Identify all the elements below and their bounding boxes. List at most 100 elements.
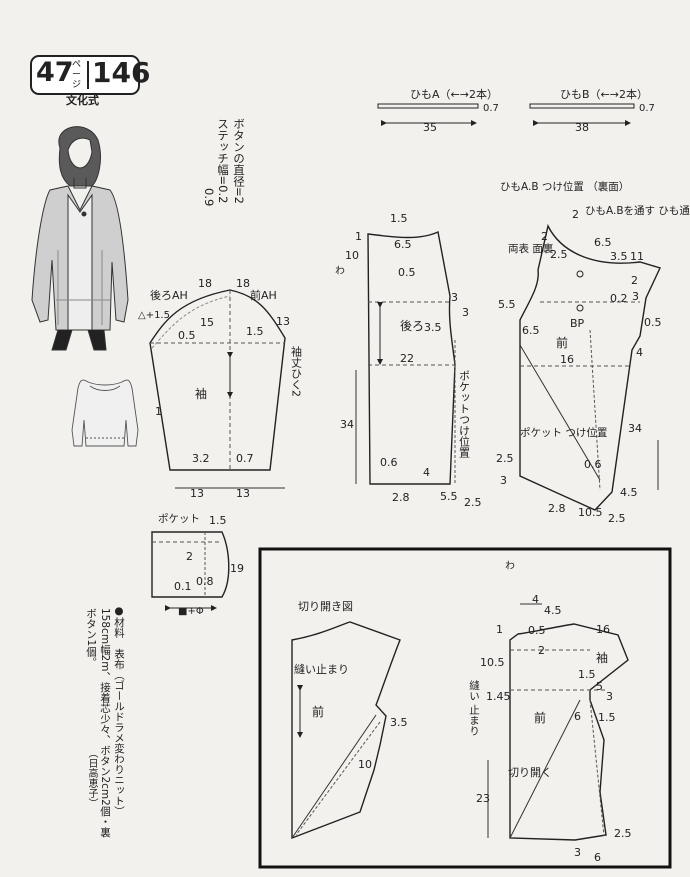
svg-text:0.5: 0.5 (178, 329, 196, 342)
svg-text:0.8: 0.8 (196, 575, 214, 588)
svg-text:0.6: 0.6 (584, 458, 602, 471)
svg-text:ひもA.B つけ位置 （裏面）: ひもA.B つけ位置 （裏面） (500, 180, 629, 193)
svg-text:3: 3 (632, 290, 639, 303)
svg-text:前: 前 (556, 335, 568, 350)
svg-text:3.5: 3.5 (390, 716, 408, 729)
svg-text:2: 2 (631, 274, 638, 287)
svg-text:BP: BP (570, 317, 585, 330)
svg-text:ひもA（←→2本）: ひもA（←→2本） (410, 87, 498, 101)
svg-text:16: 16 (560, 353, 574, 366)
svg-text:1.5: 1.5 (578, 668, 596, 681)
svg-text:後ろ: 後ろ (400, 319, 424, 333)
svg-text:わ: わ (333, 265, 345, 275)
svg-text:4.5: 4.5 (620, 486, 638, 499)
materials-line-3: ボタン1個。 (85, 608, 97, 668)
svg-text:6.5: 6.5 (394, 238, 412, 251)
slash-spread-diagram: 切り開き図 縫い止まり 前 3.5 10 (291, 600, 408, 840)
svg-text:5.5: 5.5 (498, 298, 516, 311)
inset-frame (258, 547, 672, 869)
svg-text:3: 3 (574, 846, 581, 859)
svg-text:ポケット つけ位置: ポケット つけ位置 (520, 426, 607, 439)
svg-text:13: 13 (236, 487, 250, 500)
svg-text:■+Φ: ■+Φ (178, 606, 204, 617)
svg-text:6: 6 (574, 710, 581, 723)
svg-text:ポケットつけ位置: ポケットつけ位置 (458, 370, 471, 458)
svg-text:22: 22 (400, 352, 414, 365)
svg-text:袖丈ひく2: 袖丈ひく2 (290, 345, 303, 397)
svg-text:16: 16 (596, 623, 610, 636)
svg-text:縫い止まり: 縫い止まり (294, 662, 349, 676)
svg-text:19: 19 (230, 562, 244, 575)
svg-text:13: 13 (190, 487, 204, 500)
tie-b: ひもB（←→2本） 0.7 38 (529, 87, 655, 134)
svg-text:6.5: 6.5 (594, 236, 612, 249)
button-note-2: ステッチ幅=0.2 (216, 118, 230, 204)
svg-text:1.5: 1.5 (209, 514, 227, 527)
svg-text:1: 1 (155, 405, 162, 418)
svg-text:1.45: 1.45 (486, 690, 511, 703)
model-illustration (31, 126, 129, 351)
materials-line-1: ●材料 表布（ゴールドラメ変わりニット） (113, 605, 125, 817)
svg-text:0.6: 0.6 (380, 456, 398, 469)
svg-text:3: 3 (500, 474, 507, 487)
svg-text:3: 3 (451, 291, 458, 304)
badge-divider (87, 61, 89, 89)
svg-text:2: 2 (538, 644, 545, 657)
svg-text:後ろAH: 後ろAH (150, 288, 188, 302)
page-suffix: ページ (72, 60, 82, 90)
svg-text:両表 面裏: 両表 面裏 (508, 242, 554, 255)
svg-text:10: 10 (358, 758, 372, 771)
page-number: 47 (36, 57, 74, 88)
svg-text:ひもB（←→2本）: ひもB（←→2本） (560, 87, 648, 101)
svg-text:前: 前 (534, 710, 546, 725)
button-note-1: ボタンの直径=2 (232, 118, 246, 204)
svg-text:4: 4 (532, 593, 539, 606)
svg-text:6: 6 (594, 851, 601, 864)
svg-text:18: 18 (198, 277, 212, 290)
pattern-number: 146 (92, 56, 151, 89)
svg-text:18: 18 (236, 277, 250, 290)
svg-text:2.8: 2.8 (548, 502, 566, 515)
svg-text:0.5: 0.5 (398, 266, 416, 279)
svg-text:2: 2 (572, 208, 579, 221)
svg-text:前: 前 (312, 704, 324, 719)
svg-text:10.5: 10.5 (480, 656, 505, 669)
svg-text:1.5: 1.5 (598, 711, 616, 724)
svg-text:3: 3 (606, 690, 613, 703)
svg-text:0.5: 0.5 (528, 624, 546, 637)
svg-text:3.5: 3.5 (424, 321, 442, 334)
materials-credit: （日高恵子） (86, 748, 97, 808)
front-bodice-pattern: ひもA.B つけ位置 （裏面） ひもA.Bを通す ひも通し口 両表 面裏 2 2… (496, 180, 690, 525)
button-note-3: 0.9 (202, 188, 216, 207)
svg-text:2: 2 (186, 550, 193, 563)
svg-text:10: 10 (345, 249, 359, 262)
svg-text:15: 15 (200, 316, 214, 329)
back-bodice-pattern: わ 1.5 1 10 6.5 0.5 3 3 3.5 後ろ 22 34 0.6 … (333, 212, 482, 509)
sleeve-pattern: 後ろAH 前AH 18 18 15 0.5 1.5 13 △+1.5 1 袖 3… (138, 277, 303, 500)
svg-text:0.1: 0.1 (174, 580, 192, 593)
svg-text:6.5: 6.5 (522, 324, 540, 337)
svg-text:35: 35 (423, 121, 437, 134)
svg-text:23: 23 (476, 792, 490, 805)
svg-text:0.2: 0.2 (610, 292, 628, 305)
svg-text:5.5: 5.5 (440, 490, 458, 503)
svg-text:袖: 袖 (195, 386, 207, 401)
svg-text:2.5: 2.5 (614, 827, 632, 840)
svg-text:切り開く: 切り開く (508, 766, 552, 779)
svg-text:2.5: 2.5 (464, 496, 482, 509)
svg-text:袖: 袖 (596, 650, 608, 665)
svg-text:11: 11 (630, 250, 644, 263)
svg-text:10.5: 10.5 (578, 506, 603, 519)
svg-text:縫い 止まり: 縫い 止まり (468, 679, 480, 736)
svg-text:0.7: 0.7 (483, 103, 499, 114)
back-view-illustration (71, 379, 139, 447)
svg-text:ひもA.Bを通す ひも通し口: ひもA.Bを通す ひも通し口 (585, 205, 690, 217)
svg-text:3.5: 3.5 (610, 250, 628, 263)
svg-text:0.7: 0.7 (236, 452, 254, 465)
svg-text:2.5: 2.5 (608, 512, 626, 525)
svg-text:△+1.5: △+1.5 (138, 310, 170, 321)
pattern-style: 文化式 (66, 94, 99, 107)
svg-text:1: 1 (496, 623, 503, 636)
